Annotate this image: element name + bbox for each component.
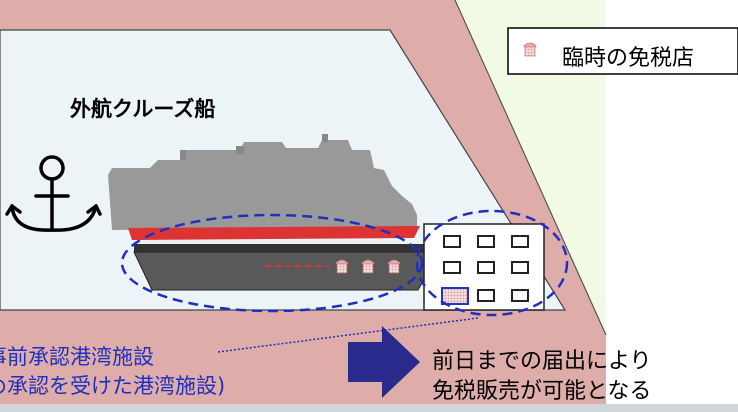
result-text-line2: 免税販売が可能となる [432,379,652,404]
legend-label: 臨時の免税店 [562,46,695,71]
facility-note-label: め承認を受けた港湾施設) [0,374,226,398]
ship-name-label: 外航クルーズ船 [70,97,216,121]
result-text-line1: 前日までの届出により [432,349,652,374]
temporary-shop-icon [335,259,349,274]
anchor-icon [5,155,102,232]
port-facility-building [423,223,545,311]
right-arrow-icon [348,326,420,398]
facility-name-label: 事前承認港湾施設 [0,345,154,369]
temporary-shop-icon [387,259,401,274]
facility-highlight-ellipse [415,209,569,317]
legend-box [507,27,738,75]
bottom-strip [0,404,738,412]
pier [134,244,440,252]
temporary-shop-icon [361,259,375,274]
shop-icon [523,42,537,57]
cruise-ship [108,134,420,240]
ship-highlight-ellipse [120,213,424,313]
